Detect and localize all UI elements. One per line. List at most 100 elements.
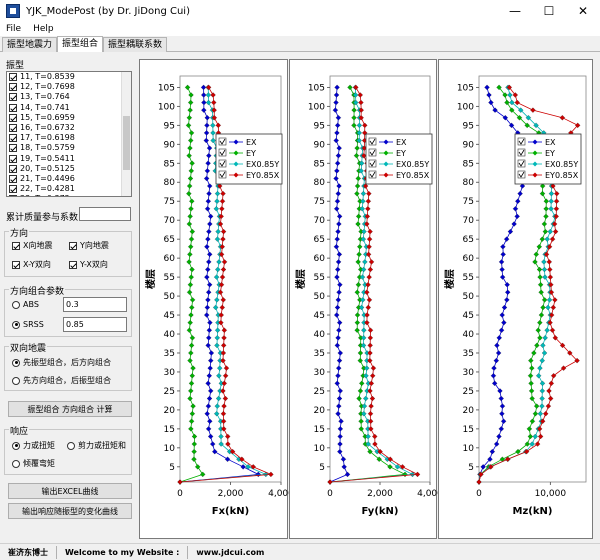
x-direction-checkbox[interactable] [12,241,20,250]
mode-list-item[interactable]: 17, T=0.6198 [7,133,131,143]
series-point [376,456,382,462]
mode-list-item[interactable]: 21, T=0.4496 [7,174,131,184]
mode-checkbox[interactable] [9,73,17,82]
mode-checkbox[interactable] [9,154,17,163]
mode-list-item[interactable]: 11, T=0.8539 [7,72,131,82]
mode-checkbox[interactable] [9,113,17,122]
shear-torque-sum-radio[interactable] [67,441,75,450]
legend-check-mark [518,160,525,167]
series-point [211,107,217,113]
minimize-button[interactable]: — [509,4,521,18]
y-direction-checkbox[interactable] [69,241,77,250]
mode-label: 19, T=0.5411 [20,153,75,163]
mode-checkbox[interactable] [9,93,17,102]
series-point [335,152,342,159]
series-point [187,213,193,220]
series-point [327,479,333,485]
series-point [360,198,366,204]
series-point [218,213,224,220]
mode-list-item[interactable]: 15, T=0.6959 [7,113,131,123]
mode-checkbox[interactable] [9,103,17,112]
series-point [363,373,369,379]
mode-checkbox[interactable] [9,144,17,153]
mode-checkbox[interactable] [9,164,17,173]
mode-first-option[interactable]: 先振型组合，后方向组合 [12,357,111,368]
calculate-button[interactable]: 振型组合 方向组合 计算 [8,401,132,417]
abs-option[interactable]: ABS [12,300,39,309]
shear-torque-sum-option[interactable]: 剪力或扭矩和 [67,440,126,451]
mode-list-item[interactable]: 18, T=0.5759 [7,143,131,153]
series-point [529,365,535,371]
series-point [357,357,363,364]
mode-list-item[interactable]: 12, T=0.7698 [7,82,131,92]
series-point [214,297,220,303]
mode-list-item[interactable]: 22, T=0.4281 [7,184,131,194]
mode-checkbox[interactable] [9,83,17,92]
series-point [559,115,566,121]
output-response-curve-button[interactable]: 输出响应随振型的变化曲线 [8,503,132,519]
srss-value-field[interactable]: 0.85 [63,317,127,332]
series-point [334,342,341,349]
series-point [366,297,373,303]
series-point [217,183,223,189]
mass-participation-field[interactable] [79,207,131,221]
mode-list-item[interactable]: 16, T=0.6732 [7,123,131,133]
modes-scrollbar[interactable] [121,72,131,196]
export-excel-button[interactable]: 输出EXCEL曲线 [8,483,132,499]
direction-group: 方向 X向地震 Y向地震 X-Y双向 Y-X双向 [4,226,132,277]
series-point [552,297,558,303]
abs-radio[interactable] [12,300,20,309]
mode-first-radio[interactable] [12,358,20,367]
mode-checkbox[interactable] [9,134,17,143]
tab-mode-combination[interactable]: 振型组合 [57,36,104,52]
yx-direction-checkbox[interactable] [69,260,77,269]
close-button[interactable]: ✕ [577,4,589,18]
overturning-moment-radio[interactable] [12,459,20,468]
series-point [541,221,548,227]
xy-direction-checkbox[interactable] [12,260,20,269]
mode-list-item[interactable]: 19, T=0.5411 [7,154,131,164]
series-point [497,388,503,394]
menu-help[interactable]: Help [33,24,54,34]
scroll-thumb[interactable] [123,116,130,170]
direction-first-radio[interactable] [12,376,20,385]
srss-option[interactable]: SRSS [12,320,44,329]
overturning-moment-option[interactable]: 倾覆弯矩 [12,458,55,469]
srss-radio[interactable] [12,320,20,329]
mode-list-item[interactable]: 23, T=0.372 [7,194,131,196]
mode-list-item[interactable]: 13, T=0.764 [7,92,131,102]
mode-checkbox[interactable] [9,124,17,133]
y-tick-label: 70 [463,216,475,226]
direction-first-option[interactable]: 先方向组合，后振型组合 [12,375,111,386]
series-point [364,213,371,220]
mode-list-item[interactable]: 20, T=0.5125 [7,164,131,174]
mode-list-item[interactable]: 14, T=0.741 [7,103,131,113]
tab-mode-forces[interactable]: 振型地震力 [2,37,58,52]
series-point [533,403,540,409]
menu-file[interactable]: File [6,24,22,34]
maximize-button[interactable]: ☐ [543,4,555,18]
series-point [359,380,365,387]
y-tick-label: 90 [164,140,176,150]
abs-value-field[interactable]: 0.3 [63,297,127,312]
direction-xy-option[interactable]: X-Y双向 [12,259,51,270]
series-point [372,433,378,440]
series-point [528,380,534,387]
direction-y-option[interactable]: Y向地震 [69,240,109,251]
direction-yx-option[interactable]: Y-X双向 [69,259,108,270]
direction-x-option[interactable]: X向地震 [12,240,52,251]
force-torque-option[interactable]: 力或扭矩 [12,440,55,451]
mode-checkbox[interactable] [9,174,17,183]
legend-label: EY0.85X [396,171,430,180]
tab-coupling-coefficient[interactable]: 振型耦联系数 [103,37,168,52]
series-point [188,388,194,394]
series-point [355,221,361,227]
y-tick-label: 15 [164,425,175,435]
mode-checkbox[interactable] [9,195,17,196]
force-torque-radio[interactable] [12,441,20,450]
mode-checkbox[interactable] [9,185,17,194]
series-point [221,335,227,341]
legend-check-mark [369,149,376,156]
series-point [220,190,226,197]
